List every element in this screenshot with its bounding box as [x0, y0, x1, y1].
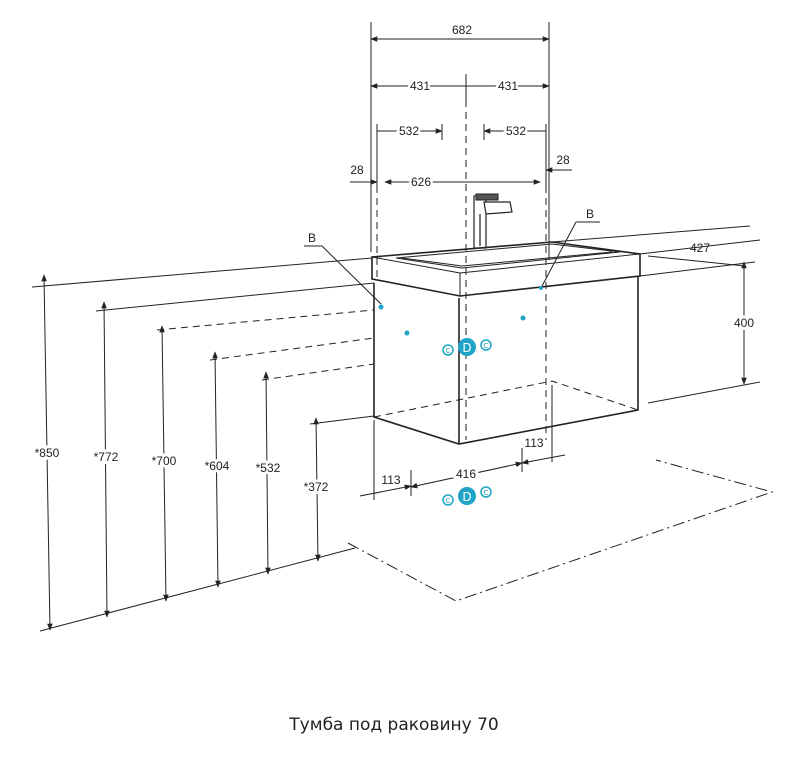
mount-point-top	[539, 286, 543, 290]
dim-line-700	[159, 325, 169, 602]
height-772: *772	[94, 450, 119, 464]
drain-label: D	[462, 341, 471, 355]
cold-water-icon	[442, 344, 454, 356]
height-dimensions: *850 *772 *700 *604 *532 *372	[32, 257, 375, 632]
dim-line-372	[313, 417, 321, 562]
height-850: *850	[35, 446, 60, 460]
floor-outline	[347, 459, 774, 602]
cabinet	[373, 277, 639, 445]
dim-edge-left: 28	[350, 163, 364, 177]
side-dimensions: 427 400	[551, 225, 761, 404]
dim-depth: 427	[690, 241, 710, 255]
dim-bottom-right: 113	[524, 436, 543, 450]
dim-line-604	[212, 351, 221, 588]
height-372: *372	[304, 480, 329, 494]
floor-cold-water-label: C	[446, 497, 451, 505]
faucet	[473, 193, 513, 249]
hot-water-label: C	[484, 342, 489, 350]
height-604: *604	[205, 459, 230, 473]
callout-left: B	[308, 231, 316, 245]
floor-hot-water-label: C	[484, 489, 489, 497]
callout-right: B	[586, 207, 594, 221]
dim-edge-right: 28	[556, 153, 570, 167]
dim-overall-width: 682	[452, 23, 472, 37]
cold-water-label: C	[446, 347, 451, 355]
floor-drain-label: D	[462, 490, 471, 504]
dim-half-left: 431	[410, 79, 430, 93]
floor-drain-icon	[458, 487, 476, 505]
dim-height: 400	[734, 316, 754, 330]
drawing-caption: Тумба под раковину 70	[288, 715, 498, 735]
top-dimensions: 682 431 431 532 532 28 28 626	[350, 22, 572, 440]
dim-line-850	[41, 274, 53, 631]
connection-points-wall: C D C	[378, 286, 543, 356]
dim-half-right: 431	[498, 79, 518, 93]
dim-inner-right: 532	[506, 124, 526, 138]
drain-icon	[458, 338, 476, 356]
connection-points-floor: C D C	[442, 486, 492, 506]
height-532: *532	[256, 461, 281, 475]
mount-point-left	[378, 304, 384, 310]
height-700: *700	[152, 454, 177, 468]
callouts: B B	[304, 207, 600, 305]
dim-bottom-center: 416	[456, 467, 476, 481]
bottom-dimensions: 113 416 113	[359, 385, 566, 500]
dim-line-772	[101, 301, 110, 618]
dim-line-427	[647, 255, 746, 267]
dim-cabinet-width: 626	[411, 175, 431, 189]
mount-point-mid	[404, 330, 410, 336]
hot-water-icon	[480, 339, 492, 351]
floor-hot-water-icon	[480, 486, 492, 498]
dim-bottom-left: 113	[381, 473, 400, 487]
dim-line-532	[263, 371, 271, 575]
mount-point-right	[520, 315, 526, 321]
washbasin	[371, 241, 641, 297]
dim-inner-left: 532	[399, 124, 419, 138]
floor-cold-water-icon	[442, 494, 454, 506]
